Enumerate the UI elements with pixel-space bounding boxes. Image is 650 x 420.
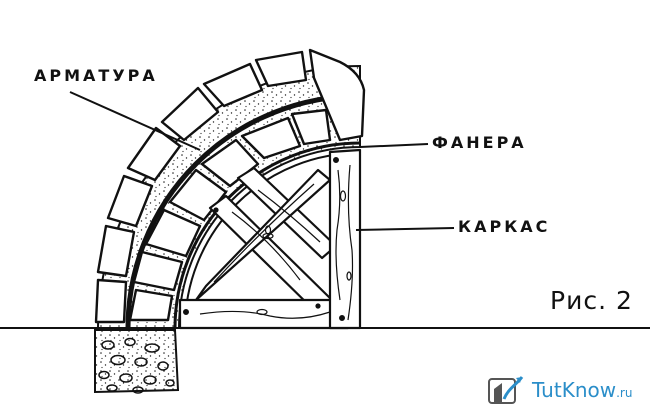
brand-logo-icon [488, 376, 524, 404]
reinforcement-bar [125, 93, 361, 329]
leader-plywood [359, 143, 429, 148]
foundation [94, 329, 180, 394]
watermark-domain: .ru [616, 386, 633, 400]
label-reinforcement: АРМАТУРА [34, 66, 158, 85]
leader-reinforcement [69, 91, 201, 151]
leader-lines [69, 91, 455, 231]
watermark-brand: TutKnow [532, 378, 617, 402]
watermark: TutKnow.ru [486, 373, 632, 407]
leader-frame [355, 227, 455, 231]
outer-stones [94, 48, 366, 324]
figure-caption: Рис. 2 [550, 286, 633, 315]
label-frame: КАРКАС [458, 217, 551, 236]
wood-grain [183, 157, 354, 322]
label-plywood: ФАНЕРА [432, 133, 527, 152]
plywood-arc [173, 141, 361, 329]
watermark-text: TutKnow.ru [532, 378, 632, 402]
